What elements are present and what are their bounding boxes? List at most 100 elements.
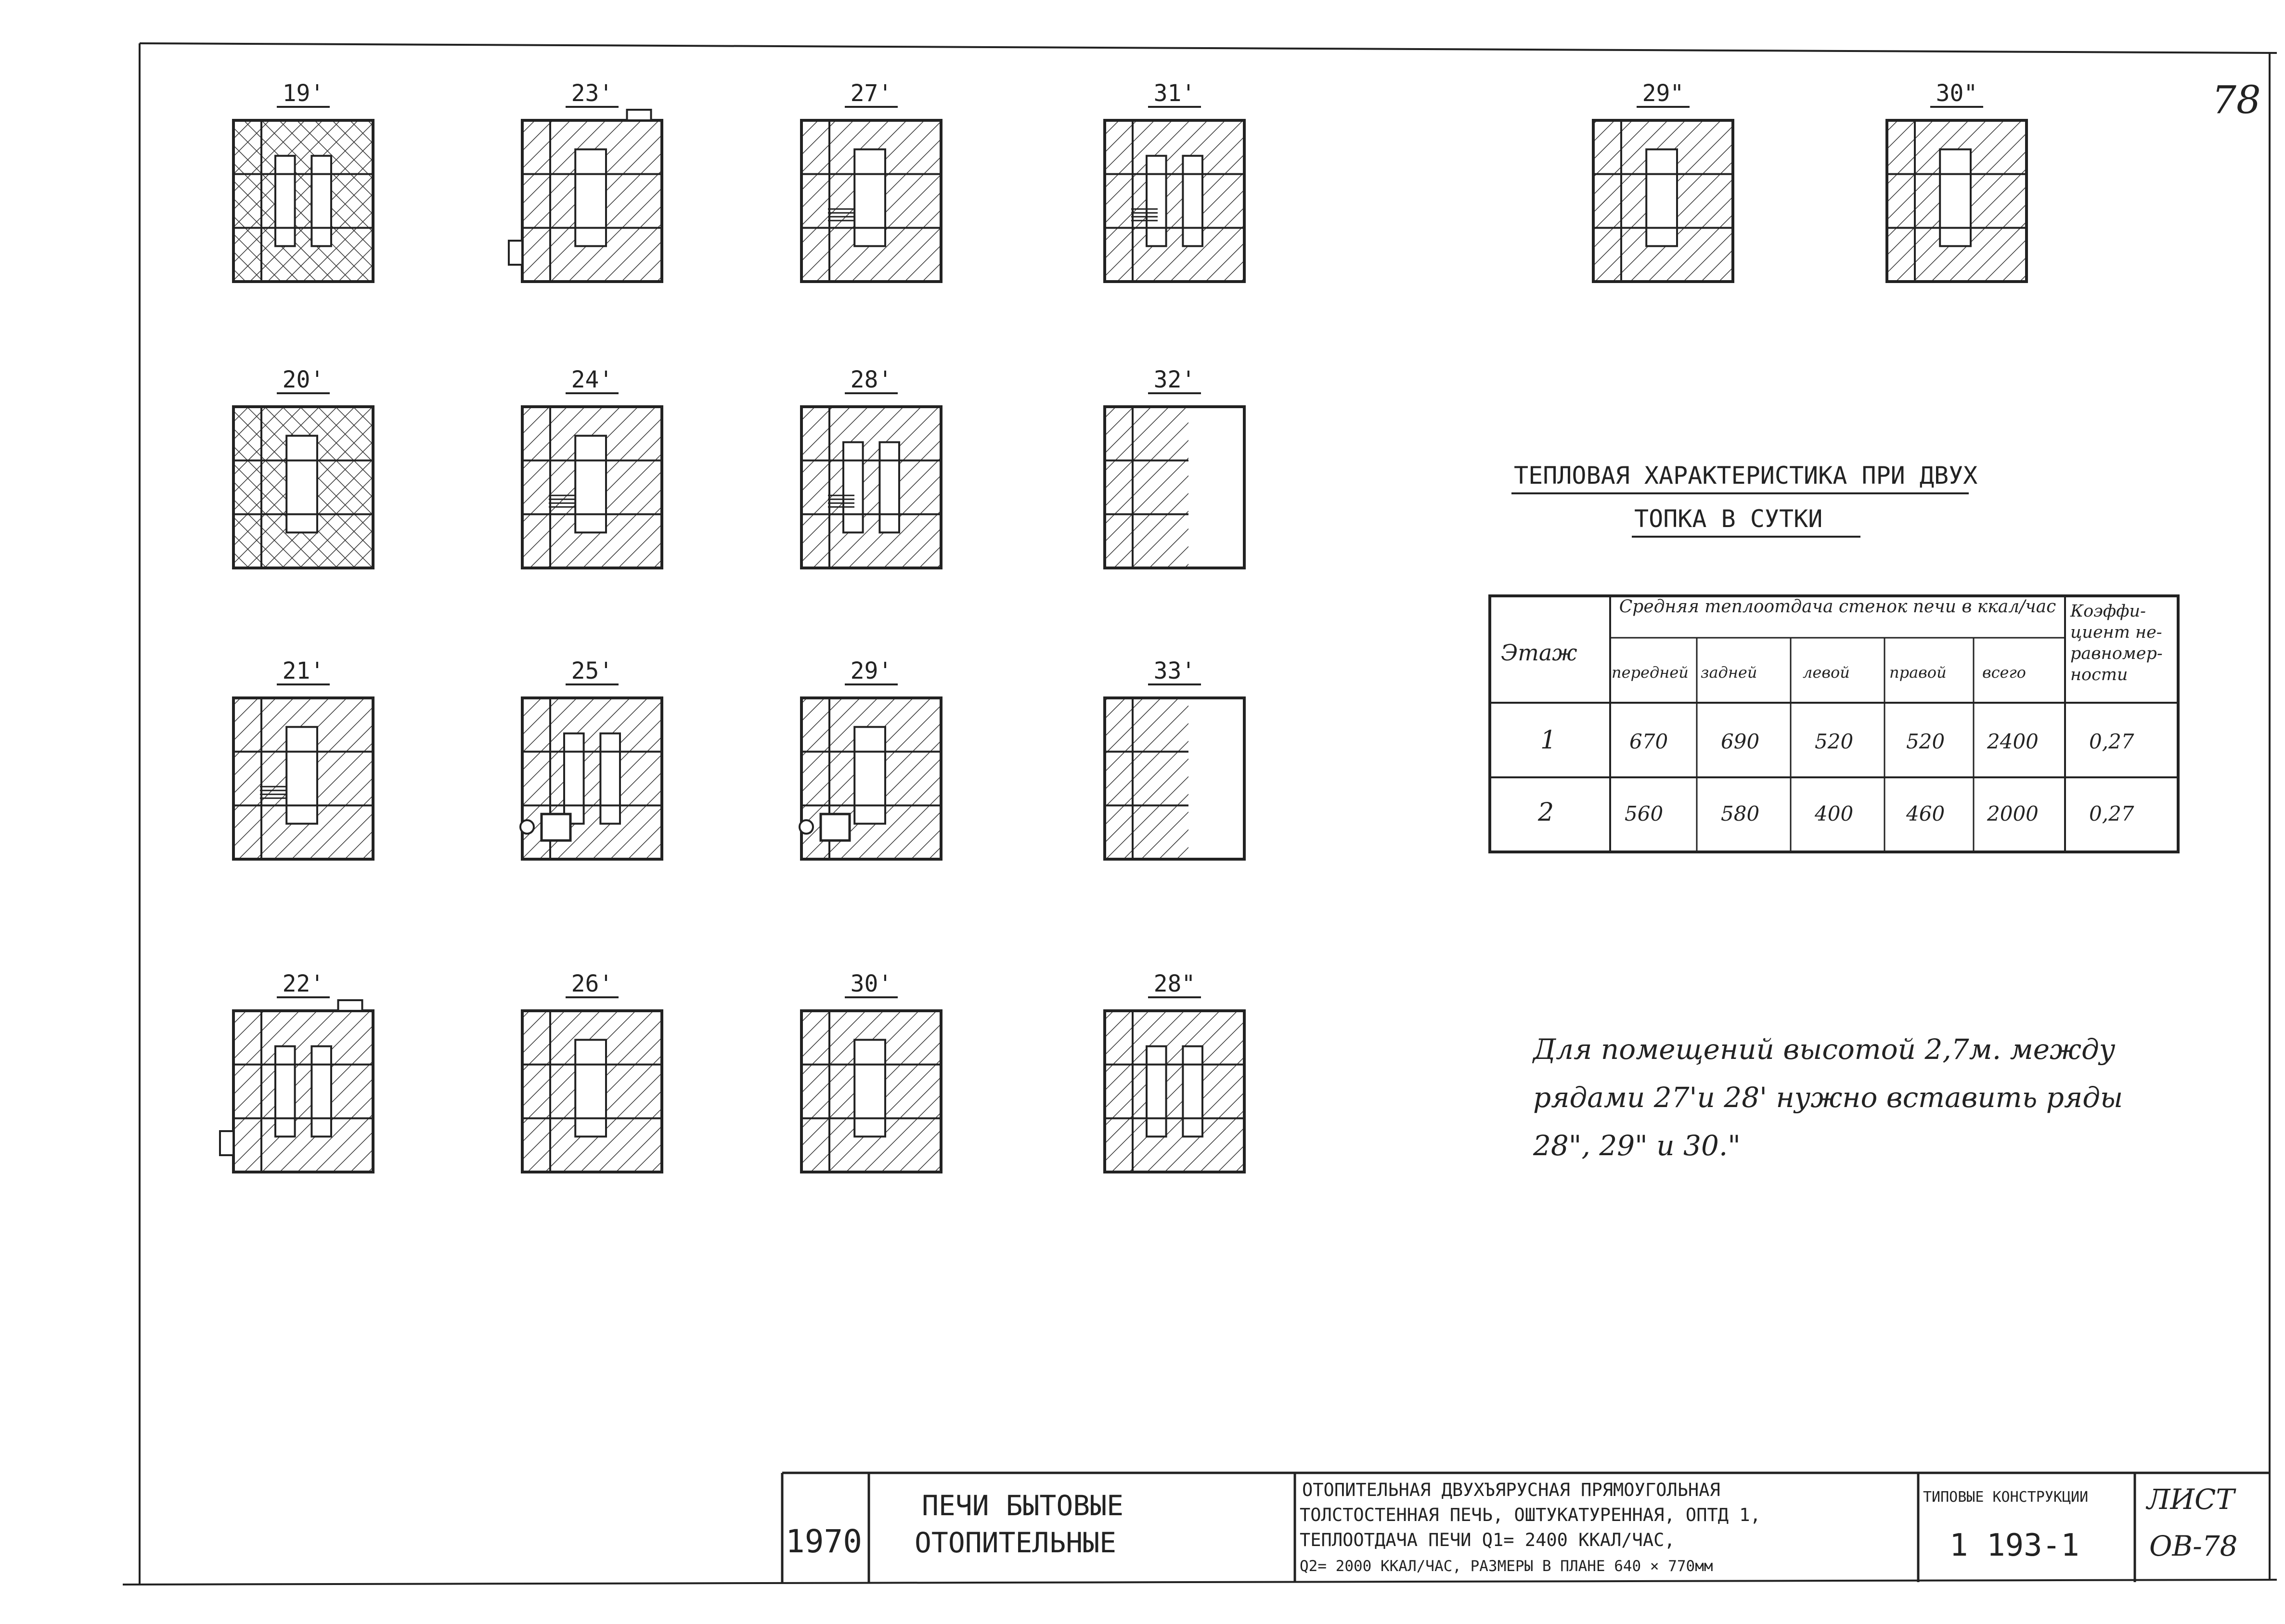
row2-total: 2000 (1987, 802, 2039, 825)
course-outline (800, 1009, 942, 1173)
course-plan: 26' (521, 970, 663, 1173)
masonry-course-plans: 19' 23' 27' 31' 20' 24' 28' 32' 21' 25' 29' 33' 22' 2… (219, 80, 2028, 1173)
row1-floor: 1 (1540, 726, 1556, 755)
empty-area (1188, 698, 1244, 859)
course-label: 26' (571, 970, 613, 997)
smoke-channel (853, 1039, 886, 1138)
course-label: 21' (283, 657, 324, 684)
subheader-back: задней (1701, 663, 1757, 682)
smoke-channel (574, 148, 607, 247)
course-plan: 19' (232, 80, 374, 283)
course-plan: 20' (232, 366, 374, 569)
firebox-door (540, 812, 572, 842)
course-outline (232, 696, 374, 861)
subheader-right: правой (1889, 663, 1947, 682)
heat-characteristics-table (1488, 594, 2180, 853)
course-plan: 21' (232, 657, 374, 861)
damper (626, 109, 652, 121)
desc-line3: ТЕПЛООТДАЧА ПЕЧИ Q1= 2400 ККАЛ/ЧАС, (1300, 1530, 1675, 1550)
row2-floor: 2 (1537, 798, 1554, 827)
course-plan: 25' (519, 657, 663, 861)
desc-line4: Q2= 2000 ККАЛ/ЧАС, РАЗМЕРЫ В ПЛАНЕ 640 ×… (1300, 1558, 1713, 1575)
course-plan: 28' (800, 366, 942, 569)
door-handle (799, 819, 814, 835)
smoke-channel (310, 1045, 333, 1138)
course-label: 32' (1154, 366, 1196, 393)
course-plan: 31' (1103, 80, 1246, 283)
course-plan: 30' (800, 970, 942, 1173)
header-coef: Коэффи- циент не- равномер- ности (2070, 602, 2163, 684)
brick-hatch (1105, 407, 1188, 568)
door-handle (519, 819, 535, 835)
brick-hatch (801, 407, 941, 568)
row1-front: 670 (1629, 730, 1668, 753)
course-label: 30' (851, 970, 892, 997)
course-outline (232, 119, 374, 283)
smoke-channel (1146, 155, 1167, 247)
subheader-total: всего (1982, 663, 2026, 682)
course-plan: 24' (521, 366, 663, 569)
course-label: 19' (283, 80, 324, 107)
course-label: 24' (571, 366, 613, 393)
course-label: 29' (851, 657, 892, 684)
section-title: ТЕПЛОВАЯ ХАРАКТЕРИСТИКА ПРИ ДВУХ ТОПКА В… (1511, 462, 1977, 538)
smoke-channel (274, 1045, 296, 1138)
heat-table-text: Этаж Средняя теплоотдача стенок печи в к… (1501, 598, 2163, 827)
course-plan: 30" (1885, 80, 2028, 283)
course-plan: 27' (800, 80, 942, 283)
smoke-channel (1645, 148, 1678, 247)
note-line3: 28", 29" и 30." (1533, 1129, 1741, 1162)
course-plan: 29' (799, 657, 942, 861)
section-title-line2: ТОПКА В СУТКИ (1634, 505, 1822, 533)
course-plan: 22' (219, 970, 374, 1173)
course-label: 31' (1154, 80, 1196, 107)
course-outline (1885, 119, 2028, 283)
smoke-channel (563, 732, 585, 825)
smoke-channel (310, 155, 333, 247)
row2-right: 460 (1906, 802, 1945, 825)
subheader-left: левой (1803, 663, 1850, 682)
smoke-channel (1182, 155, 1203, 247)
course-plan: 33' (1103, 657, 1246, 861)
course-label: 20' (283, 366, 324, 393)
course-label: 27' (851, 80, 892, 107)
row2-left: 400 (1814, 802, 1853, 825)
page-number: 78 (2212, 77, 2261, 122)
row2-front: 560 (1625, 802, 1663, 825)
course-outline (1103, 119, 1246, 283)
cleanout-door (508, 240, 523, 266)
series-number: 1 193-1 (1949, 1528, 2079, 1563)
course-label: 25' (571, 657, 613, 684)
smoke-channel (574, 435, 607, 534)
category-line1: ПЕЧИ БЫТОВЫЕ (922, 1489, 1123, 1522)
cleanout-door (219, 1130, 234, 1156)
row1-coef: 0,27 (2089, 730, 2134, 753)
course-plan: 32' (1103, 366, 1246, 569)
smoke-channel (853, 148, 886, 247)
desc-line1: ОТОПИТЕЛЬНАЯ ДВУХЪЯРУСНАЯ ПРЯМОУГОЛЬНАЯ (1302, 1480, 1720, 1500)
course-outline (800, 696, 942, 861)
course-outline (800, 119, 942, 283)
brick-hatch (233, 120, 373, 282)
title-block (781, 1471, 2270, 1582)
course-label: 28' (851, 366, 892, 393)
course-outline (521, 119, 663, 283)
course-label: 23' (571, 80, 613, 107)
row1-left: 520 (1815, 730, 1853, 753)
brick-hatch (1105, 698, 1188, 859)
row2-back: 580 (1721, 802, 1759, 825)
desc-line2: ТОЛСТОСТЕННАЯ ПЕЧЬ, ОШТУКАТУРЕННАЯ, ОПТД… (1300, 1505, 1761, 1525)
note-line2: рядами 27'и 28' нужно вставить ряды (1533, 1081, 2123, 1114)
firebox-door (819, 812, 851, 842)
course-outline (232, 1009, 374, 1173)
smoke-channel (574, 1039, 607, 1138)
course-outline (521, 405, 663, 569)
course-outline (800, 405, 942, 569)
smoke-channel (1182, 1045, 1203, 1138)
year: 1970 (786, 1523, 862, 1560)
row1-right: 520 (1906, 730, 1945, 753)
course-plan: 23' (508, 80, 663, 283)
course-outline (1592, 119, 1734, 283)
course-outline (1103, 1009, 1246, 1173)
